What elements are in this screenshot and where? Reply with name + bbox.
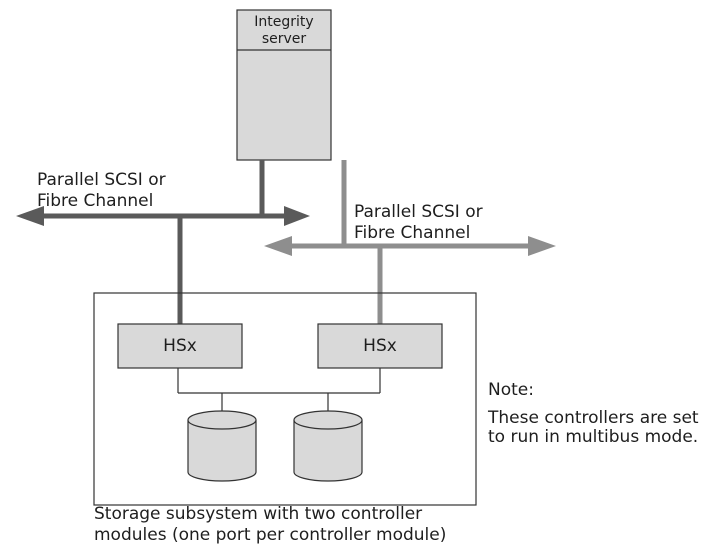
right-bus-label-line2: Fibre Channel [354,223,471,243]
left-bus-label-line1: Parallel SCSI or [37,170,166,190]
server-label-line2: server [261,31,307,47]
controller-interconnect [177,368,381,412]
storage-subsystem-frame [93,292,477,506]
disk-right-icon [293,410,363,482]
disk-left-icon [187,410,257,482]
note-title: Note: [488,380,534,400]
left-bus-arrow-left [16,206,44,226]
controller-left-label: HSx [163,336,197,356]
integrity-server-box [236,9,332,161]
left-bus-arrow-right [284,206,310,226]
note-line1: These controllers are set [488,408,699,428]
controller-right-label: HSx [363,336,397,356]
controller-box-right [317,323,443,369]
left-bus-label-line2: Fibre Channel [37,191,154,211]
right-bus-arrow-left [264,236,292,256]
right-bus-label-line1: Parallel SCSI or [354,202,483,222]
right-bus-arrow-right [528,236,556,256]
caption-line2: modules (one port per controller module) [94,525,447,545]
server-label: Integrity server [237,14,331,48]
caption-line1: Storage subsystem with two controller [94,504,423,524]
note-line2: to run in multibus mode. [488,427,699,447]
server-label-line1: Integrity [254,14,314,30]
controller-box-left [117,323,243,369]
